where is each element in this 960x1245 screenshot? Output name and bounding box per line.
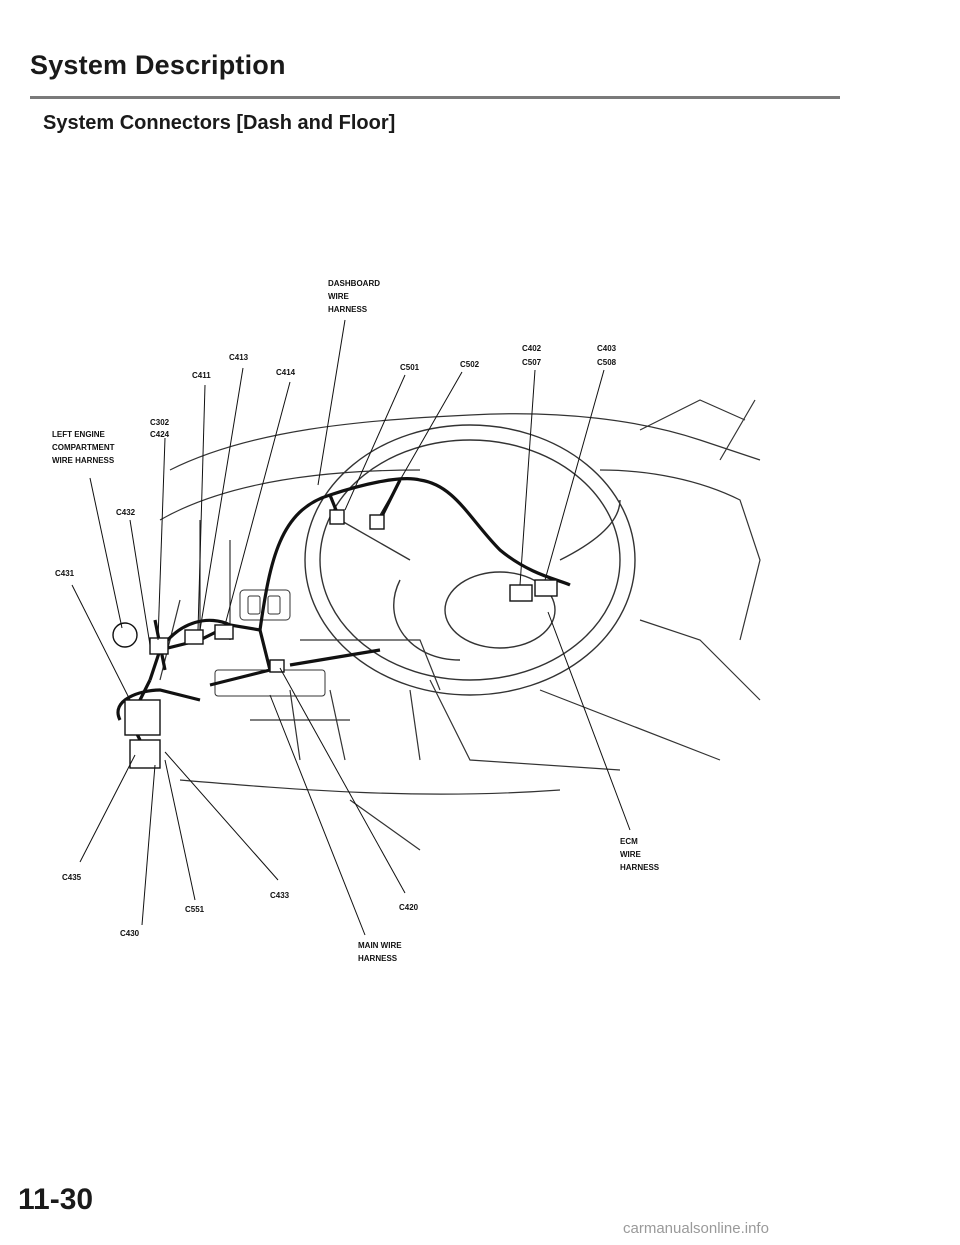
label-left-engine-harness-2: COMPARTMENT [52, 443, 115, 452]
page-title: System Description [30, 50, 286, 80]
label-ecm-harness-2: WIRE [620, 850, 642, 859]
label-c414: C414 [276, 368, 296, 377]
label-c433: C433 [270, 891, 290, 900]
label-dashboard-wire-harness-1: DASHBOARD [328, 279, 380, 288]
dashboard-outline [159, 399, 761, 851]
label-c551: C551 [185, 905, 205, 914]
labels: DASHBOARD WIRE HARNESS C413 C411 C414 C5… [52, 279, 660, 963]
label-c413: C413 [229, 353, 249, 362]
label-c502: C502 [460, 360, 480, 369]
label-c501: C501 [400, 363, 420, 372]
label-c430: C430 [120, 929, 140, 938]
label-ecm-harness-3: HARNESS [620, 863, 660, 872]
label-c402: C402 [522, 344, 542, 353]
label-c424: C424 [150, 430, 170, 439]
label-left-engine-harness-3: WIRE HARNESS [52, 456, 115, 465]
label-ecm-harness-1: ECM [620, 837, 638, 846]
section-title: System Connectors [Dash and Floor] [43, 112, 396, 134]
label-c431: C431 [55, 569, 75, 578]
label-left-engine-harness-1: LEFT ENGINE [52, 430, 106, 439]
label-main-harness-1: MAIN WIRE [358, 941, 402, 950]
title-divider [30, 96, 840, 99]
label-c411: C411 [192, 371, 211, 380]
label-dashboard-wire-harness-3: HARNESS [328, 305, 368, 314]
label-c420: C420 [399, 903, 419, 912]
connector-blocks [112, 509, 558, 769]
label-dashboard-wire-harness-2: WIRE [328, 292, 350, 301]
page-number: 11-30 [18, 1183, 94, 1216]
label-main-harness-2: HARNESS [358, 954, 398, 963]
label-c435: C435 [62, 873, 82, 882]
leader-lines [71, 319, 631, 936]
watermark: carmanualsonline.info [623, 1220, 769, 1237]
label-c403: C403 [597, 344, 617, 353]
label-c432: C432 [116, 508, 136, 517]
steering-wheel [304, 424, 636, 696]
label-c302: C302 [150, 418, 170, 427]
label-c507: C507 [522, 358, 542, 367]
label-c508: C508 [597, 358, 617, 367]
